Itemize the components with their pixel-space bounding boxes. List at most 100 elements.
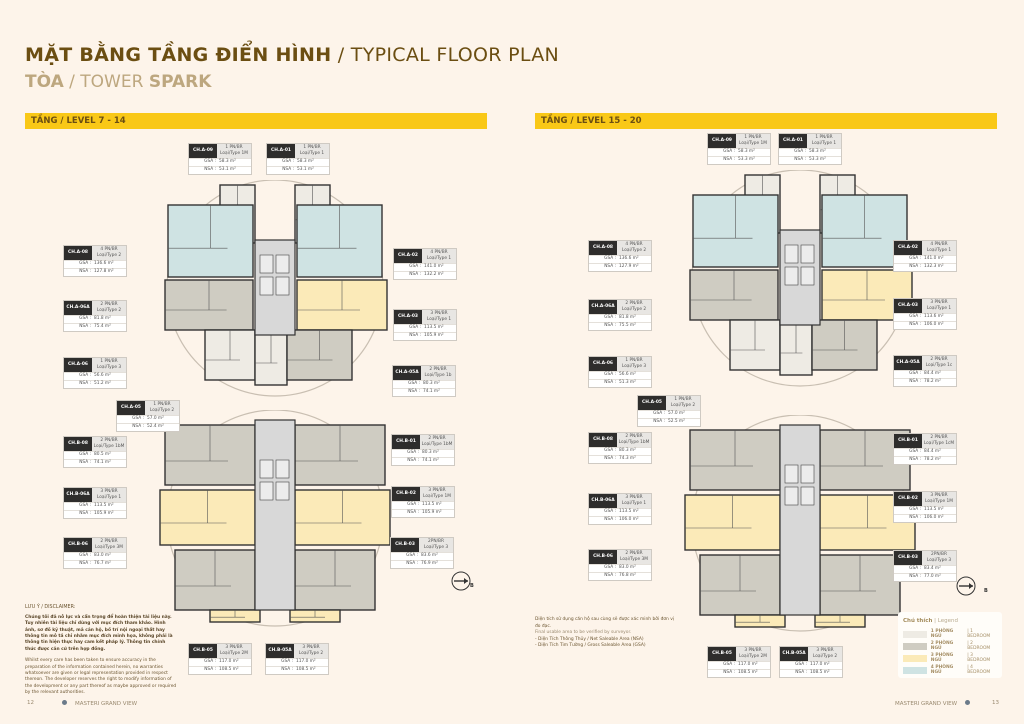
unit-type: Loại/Type 2 xyxy=(621,306,647,312)
nsa-value: 78.2 m² xyxy=(924,379,941,385)
gsa-label: GSA : xyxy=(132,416,144,422)
gsa-value: 81.8 m² xyxy=(619,315,636,321)
unit-type: Loại/Type 2 xyxy=(96,252,122,258)
compass-label: B xyxy=(984,588,988,594)
nsa-value: 53.3 m² xyxy=(809,157,826,163)
gsa-label: GSA : xyxy=(795,662,807,668)
gsa-label: GSA : xyxy=(406,553,418,559)
page-title: MẶT BẰNG TẦNG ĐIỂN HÌNH / TYPICAL FLOOR … xyxy=(25,44,560,66)
gsa-label: GSA : xyxy=(79,316,91,322)
floor-plan-block-b xyxy=(684,415,916,632)
unit-bedrooms: 2 PN/BR xyxy=(930,357,948,363)
level-bar-15-20: TẦNG / LEVEL 15 - 20 xyxy=(535,113,997,129)
nsa-label: NSA : xyxy=(407,510,419,516)
nsa-value: 52.5 m² xyxy=(668,419,685,425)
gsa-label: GSA : xyxy=(794,149,806,155)
unit-bedrooms: 3 PN/BR xyxy=(302,645,320,651)
elevator-shaft xyxy=(800,244,815,264)
unit-bedrooms: 2 PN/BR xyxy=(625,301,643,307)
unit-code: CH.B-03 xyxy=(391,538,419,552)
nsa-label: NSA : xyxy=(909,379,921,385)
elevator-shaft xyxy=(784,486,799,506)
gsa-label: GSA : xyxy=(281,659,293,665)
legend-item: 1 PHÒNG NGỦ| 1 BEDROOM xyxy=(903,628,997,640)
unit-bedrooms: 2 PN/BR xyxy=(625,551,643,557)
unit-type: Loại/Type 1 xyxy=(926,247,952,253)
page-number-right: 13 xyxy=(992,700,999,706)
unit-code: CH.B-01 xyxy=(894,434,922,448)
unit-bedrooms: 4 PN/BR xyxy=(430,250,448,256)
compass-icon-left xyxy=(451,571,471,591)
nsa-value: 108.5 m² xyxy=(738,670,758,676)
nsa-label: NSA : xyxy=(723,670,735,676)
unit-code: CH.B-08 xyxy=(64,437,92,451)
gsa-label: GSA : xyxy=(204,659,216,665)
unit-code: CH.A-08 xyxy=(589,241,617,255)
unit-bedrooms: 3 PN/BR xyxy=(930,493,948,499)
unit-bedrooms: 3 PN/BR xyxy=(430,311,448,317)
legend: Chú thích | Legend 1 PHÒNG NGỦ| 1 BEDROO… xyxy=(898,612,1002,678)
building-core-corridor xyxy=(254,419,296,611)
unit-type: Loại/Type 2M xyxy=(739,653,767,659)
elevator-shaft xyxy=(259,276,274,296)
nsa-value: 76.8 m² xyxy=(619,573,636,579)
elevator-shaft xyxy=(275,459,290,479)
unit-type: Loại/Type 1 xyxy=(96,494,122,500)
gsa-value: 57.0 m² xyxy=(147,416,164,422)
elevator-shaft xyxy=(259,459,274,479)
unit-bedrooms: 2 PN/BR xyxy=(429,367,447,373)
unit-type: Loại/Type 1M xyxy=(925,498,953,504)
elevator-shaft xyxy=(784,266,799,286)
brand-logo-icon xyxy=(62,700,67,705)
nsa-label: NSA : xyxy=(604,573,616,579)
legend-item: 3 PHÒNG NGỦ| 3 BEDROOM xyxy=(903,652,997,664)
unit-type: Loại/Type 1M xyxy=(423,493,451,499)
nsa-value: 74.3 m² xyxy=(619,456,636,462)
gsa-value: 136.6 m² xyxy=(619,256,639,262)
nsa-value: 78.2 m² xyxy=(924,457,941,463)
gsa-value: 80.3 m² xyxy=(423,381,440,387)
nsa-label: NSA : xyxy=(132,424,144,430)
unit-type: Loại/Type 1bM xyxy=(421,441,453,447)
legend-swatch xyxy=(903,642,927,650)
nsa-label: NSA : xyxy=(604,323,616,329)
compass-icon-right xyxy=(956,576,976,596)
gsa-value: 58.3 m² xyxy=(219,159,236,165)
unit-bedrooms: 1 PN/BR xyxy=(303,145,321,151)
disclaimer: LƯU Ý / DISCLAIMER: Chúng tôi đã nỗ lực … xyxy=(25,605,177,701)
elevator-shaft xyxy=(275,254,290,274)
unit-bedrooms: 2 PN/BR xyxy=(930,435,948,441)
unit-code: CH.A-06A xyxy=(64,301,92,315)
gsa-label: GSA : xyxy=(909,256,921,262)
unit-code: CH.B-05A xyxy=(780,647,808,661)
unit-type: Loại/Type 2 xyxy=(96,307,122,313)
nsa-value: 105.9 m² xyxy=(422,510,442,516)
gsa-value: 117.0 m² xyxy=(296,659,316,665)
gsa-value: 117.0 m² xyxy=(219,659,239,665)
gsa-value: 80.3 m² xyxy=(619,448,636,454)
unit-type: Loại/Type 2M xyxy=(220,650,248,656)
unit-code: CH.A-03 xyxy=(894,299,922,313)
gsa-value: 80.5 m² xyxy=(94,452,111,458)
unit-code: CH.A-09 xyxy=(708,134,736,148)
note-vn: Diện tích sử dụng căn hộ sau cùng sẽ đượ… xyxy=(535,617,675,629)
note-gsa: - Diện Tích Tim Tường / Gross Saleable A… xyxy=(535,643,646,649)
elevator-shaft xyxy=(784,244,799,264)
nsa-value: 74.1 m² xyxy=(423,389,440,395)
unit-bedrooms: 2 PN/BR xyxy=(625,434,643,440)
unit-code: CH.A-02 xyxy=(394,249,422,263)
legend-swatch xyxy=(903,666,927,674)
level-bar-7-14: TẦNG / LEVEL 7 - 14 xyxy=(25,113,487,129)
elevator-shaft xyxy=(275,481,290,501)
unit-code: CH.A-01 xyxy=(779,134,807,148)
gsa-value: 83.6 m² xyxy=(421,553,438,559)
gsa-value: 141.0 m² xyxy=(924,256,944,262)
